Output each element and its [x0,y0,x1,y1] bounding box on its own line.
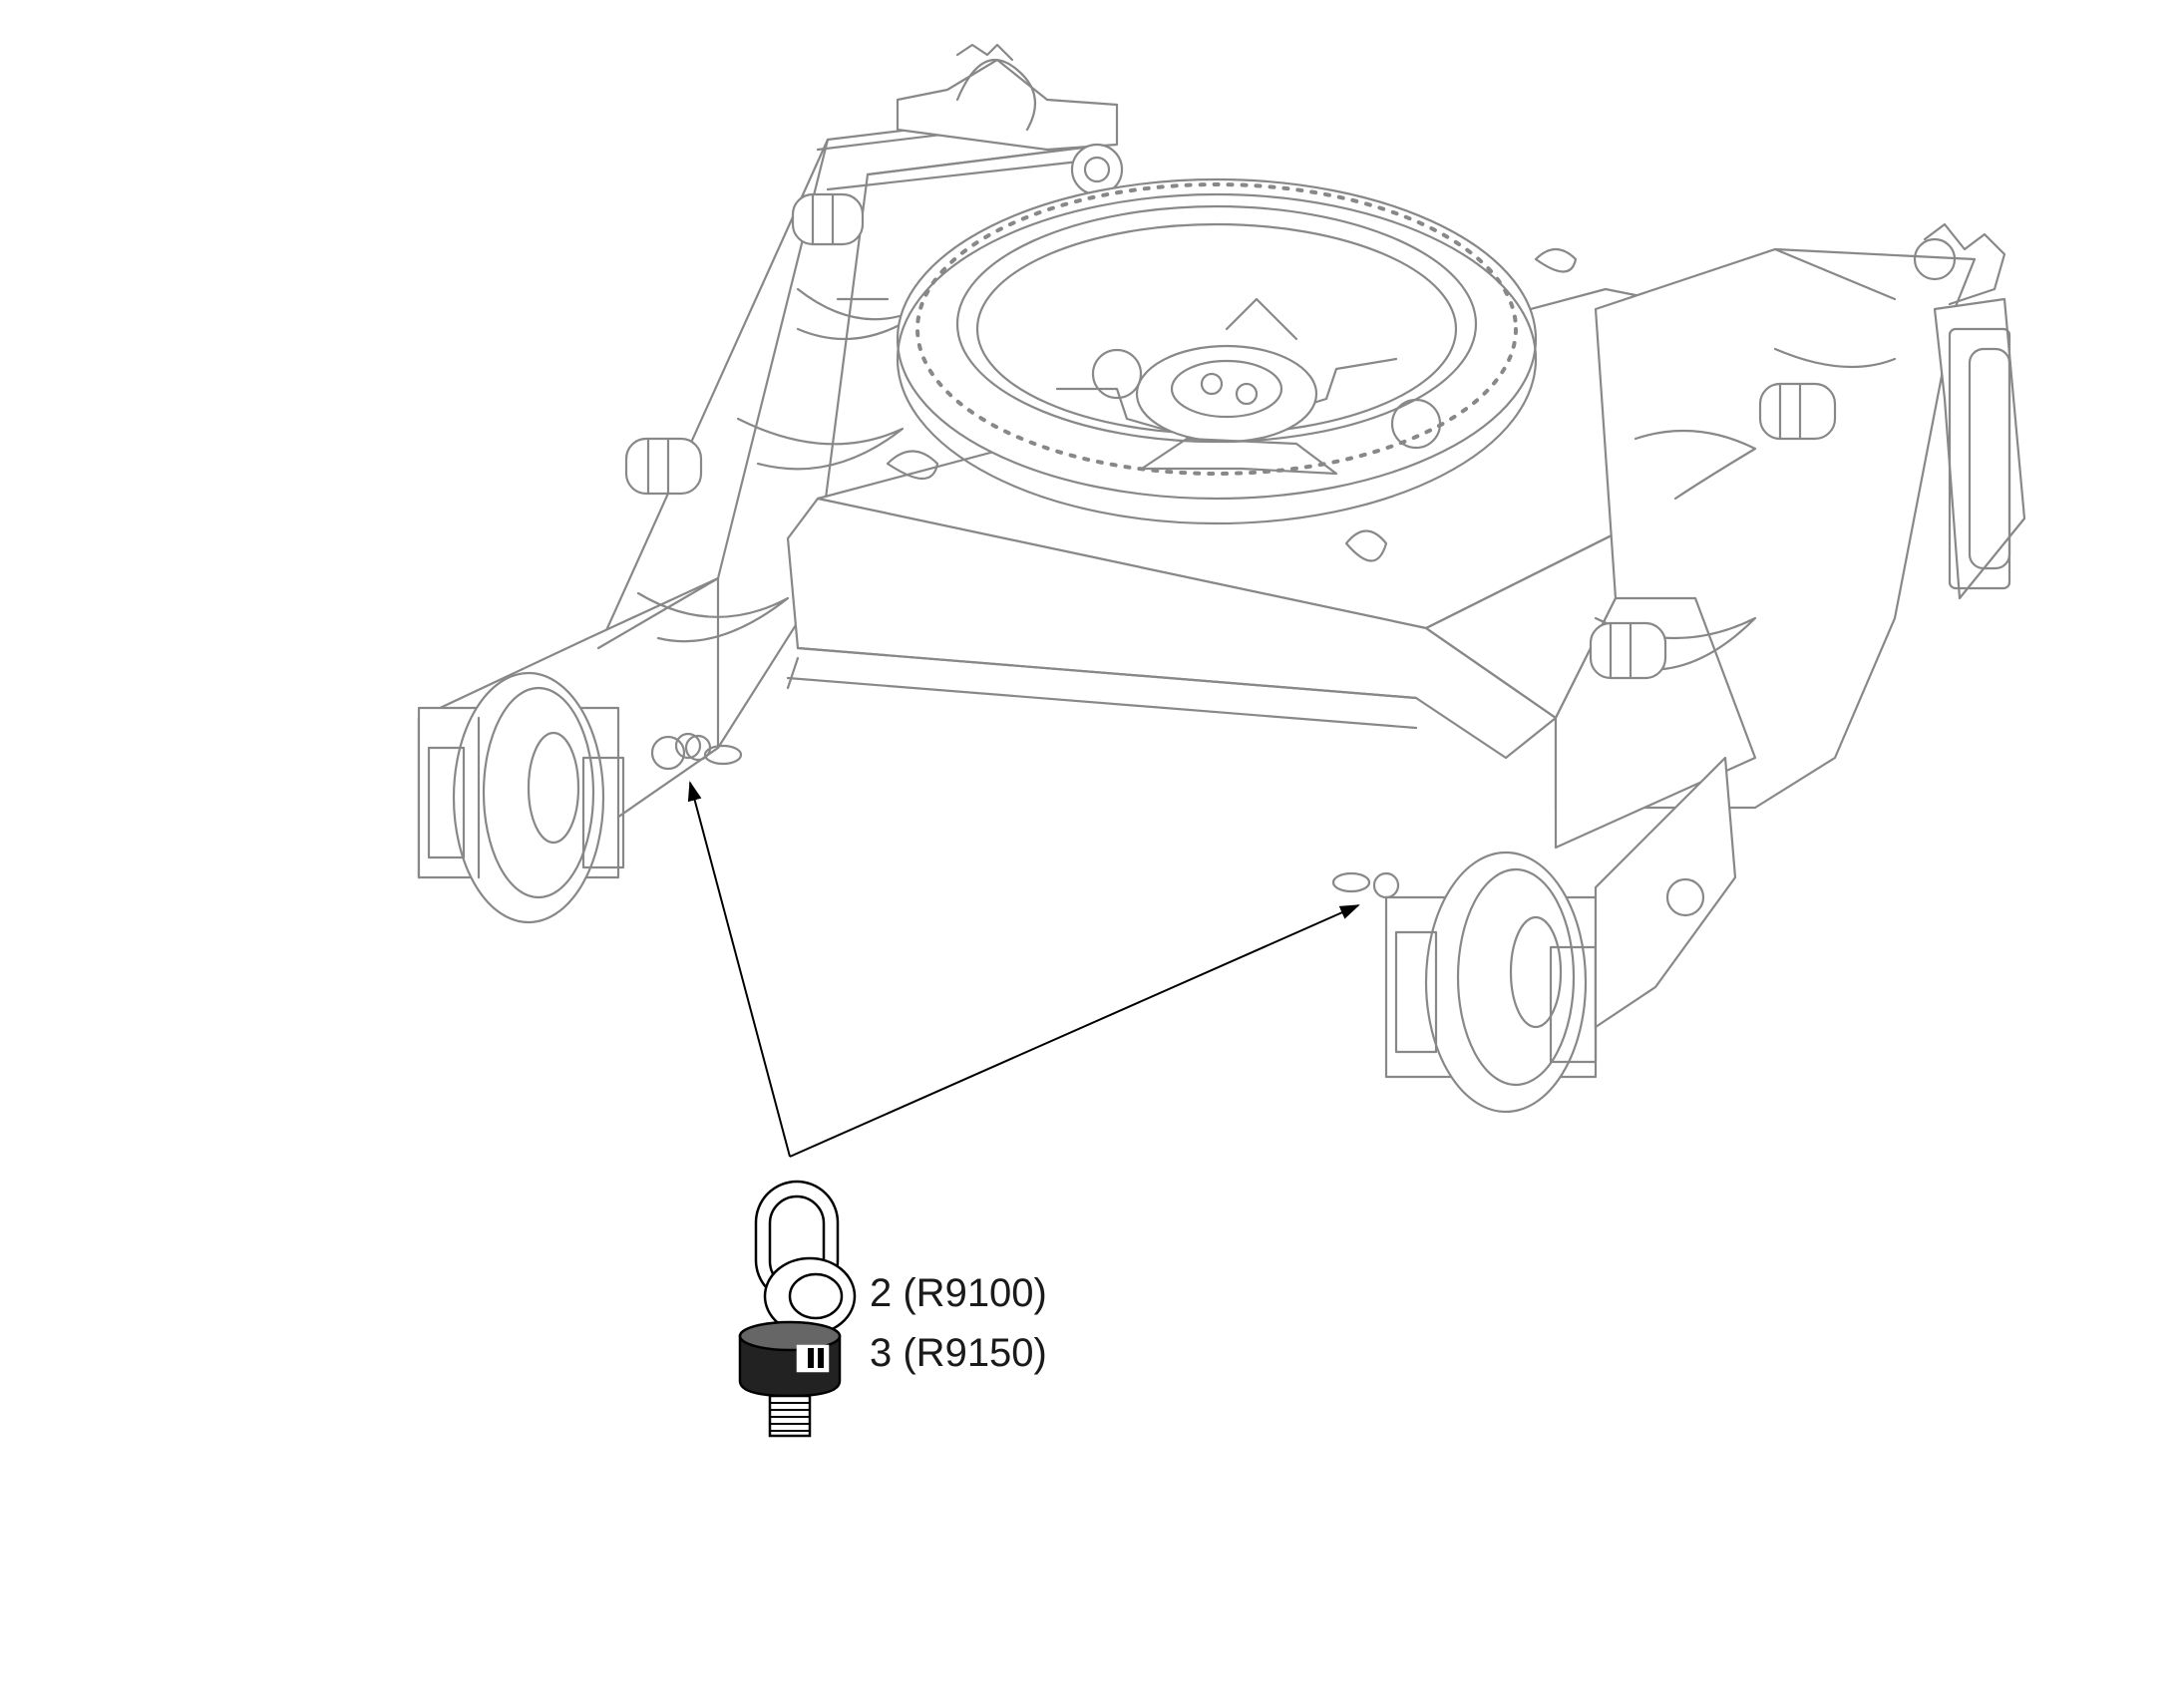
cross-cylinders [624,192,1837,680]
right-crawler-wheel [1384,756,1737,1114]
leader-lines [687,781,1360,1158]
leader-line-right [789,904,1360,1158]
callout-labels: 2 (R9100) 3 (R9150) [870,1271,1047,1375]
callout-label-r9150: 3 (R9150) [870,1331,1047,1375]
left-upper-tumbler [896,43,1124,196]
right-side-frame [1554,222,2026,850]
callout-label-r9100: 2 (R9100) [870,1271,1047,1315]
carbody-frame-icon [417,43,2026,1114]
leader-line-left [687,781,791,1158]
left-crawler-wheel [417,671,712,924]
mounted-hoist-rings [674,732,1400,899]
swivel-hoist-ring-icon [738,1180,857,1438]
slewing-ring [896,177,1538,525]
